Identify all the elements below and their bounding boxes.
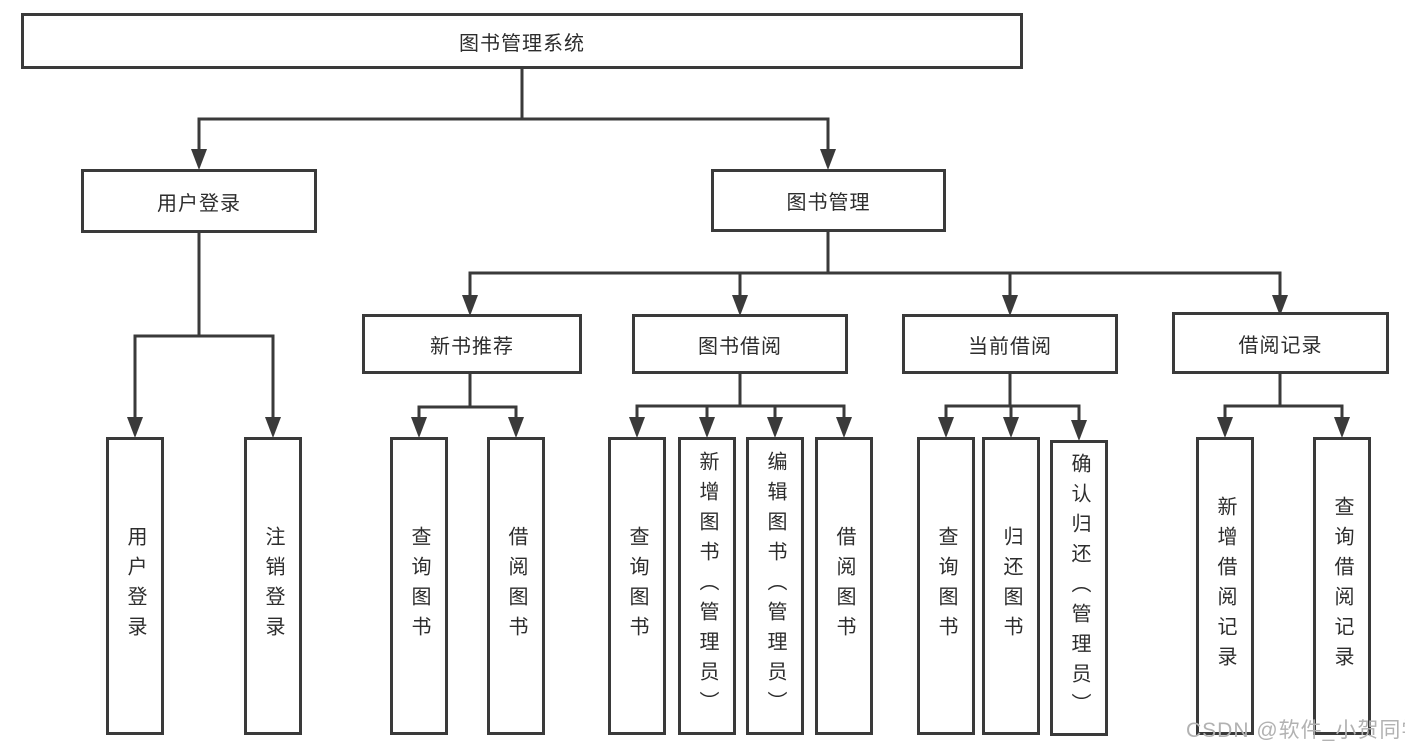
leaf-current-return: 归还图书 (982, 437, 1040, 735)
leaf-borrow-borrow: 借阅图书 (815, 437, 873, 735)
arrow-leaf-logout (265, 417, 281, 438)
node-new-book-recommend-label: 新书推荐 (430, 335, 514, 358)
connector-records-split (1223, 404, 1344, 421)
leaf-borrow-query: 查询图书 (608, 437, 666, 735)
leaf-borrow-query-label: 查询图书 (626, 526, 648, 646)
leaf-borrow-add-admin-label: 新增图书（管理员） (696, 451, 718, 721)
arrow-leaf-nb-query (411, 417, 427, 438)
node-book-borrow-label: 图书借阅 (698, 335, 782, 358)
leaf-current-return-label: 归还图书 (1000, 526, 1022, 646)
leaf-logout: 注销登录 (244, 437, 302, 735)
arrow-to-current (1002, 295, 1018, 316)
arrow-leaf-cb-confirm (1071, 420, 1087, 441)
arrow-to-book-mgmt (820, 149, 836, 170)
connector-userlogin-split (133, 334, 275, 421)
arrow-leaf-nb-borrow (508, 417, 524, 438)
leaf-current-query: 查询图书 (917, 437, 975, 735)
node-new-book-recommend: 新书推荐 (362, 314, 582, 374)
leaf-borrow-add-admin: 新增图书（管理员） (678, 437, 736, 735)
node-book-management-label: 图书管理 (786, 192, 871, 214)
arrow-to-user-login (191, 149, 207, 170)
connector-level2-split (197, 117, 830, 152)
node-borrow-records: 借阅记录 (1172, 312, 1389, 374)
leaf-records-add: 新增借阅记录 (1196, 437, 1254, 735)
arrow-leaf-rec-add (1217, 417, 1233, 438)
node-root: 图书管理系统 (21, 13, 1023, 69)
leaf-records-query-label: 查询借阅记录 (1331, 496, 1353, 676)
arrow-leaf-login (127, 417, 143, 438)
leaf-user-login: 用户登录 (106, 437, 164, 735)
node-book-borrow: 图书借阅 (632, 314, 848, 374)
connector-borrow-split (635, 404, 846, 421)
node-current-borrow-label: 当前借阅 (968, 335, 1052, 358)
arrow-leaf-bb-borrow (836, 417, 852, 438)
leaf-newbook-borrow-label: 借阅图书 (505, 526, 527, 646)
arrow-leaf-cb-query (938, 417, 954, 438)
connector-level3-split (468, 271, 1282, 299)
leaf-logout-label: 注销登录 (262, 526, 284, 646)
leaf-records-query: 查询借阅记录 (1313, 437, 1371, 735)
arrow-leaf-bb-add (699, 417, 715, 438)
leaf-user-login-label: 用户登录 (124, 526, 146, 646)
arrow-leaf-bb-edit (767, 417, 783, 438)
arrow-to-borrow (732, 295, 748, 316)
leaf-borrow-borrow-label: 借阅图书 (833, 526, 855, 646)
node-borrow-records-label: 借阅记录 (1238, 334, 1323, 357)
arrow-leaf-cb-return (1003, 417, 1019, 438)
arrow-to-newbook (462, 295, 478, 316)
node-book-management: 图书管理 (711, 169, 946, 232)
leaf-newbook-query-label: 查询图书 (408, 526, 430, 646)
leaf-current-confirm-admin: 确认归还（管理员） (1050, 440, 1108, 736)
connector-newbook-split (417, 405, 518, 421)
arrow-leaf-rec-query (1334, 417, 1350, 438)
watermark: CSDN @软件_小贺同学 (1186, 719, 1405, 742)
leaf-records-add-label: 新增借阅记录 (1214, 496, 1236, 676)
node-root-label: 图书管理系统 (459, 32, 585, 55)
node-user-login-label: 用户登录 (157, 192, 241, 215)
leaf-borrow-edit-admin: 编辑图书（管理员） (746, 437, 804, 735)
node-current-borrow: 当前借阅 (902, 314, 1118, 374)
arrow-leaf-bb-query (629, 417, 645, 438)
leaf-current-query-label: 查询图书 (935, 526, 957, 646)
node-user-login: 用户登录 (81, 169, 317, 233)
leaf-current-confirm-admin-label: 确认归还（管理员） (1068, 453, 1090, 723)
connector-current-split (944, 404, 1081, 424)
leaf-newbook-borrow: 借阅图书 (487, 437, 545, 735)
leaf-borrow-edit-admin-label: 编辑图书（管理员） (764, 451, 786, 721)
leaf-newbook-query: 查询图书 (390, 437, 448, 735)
